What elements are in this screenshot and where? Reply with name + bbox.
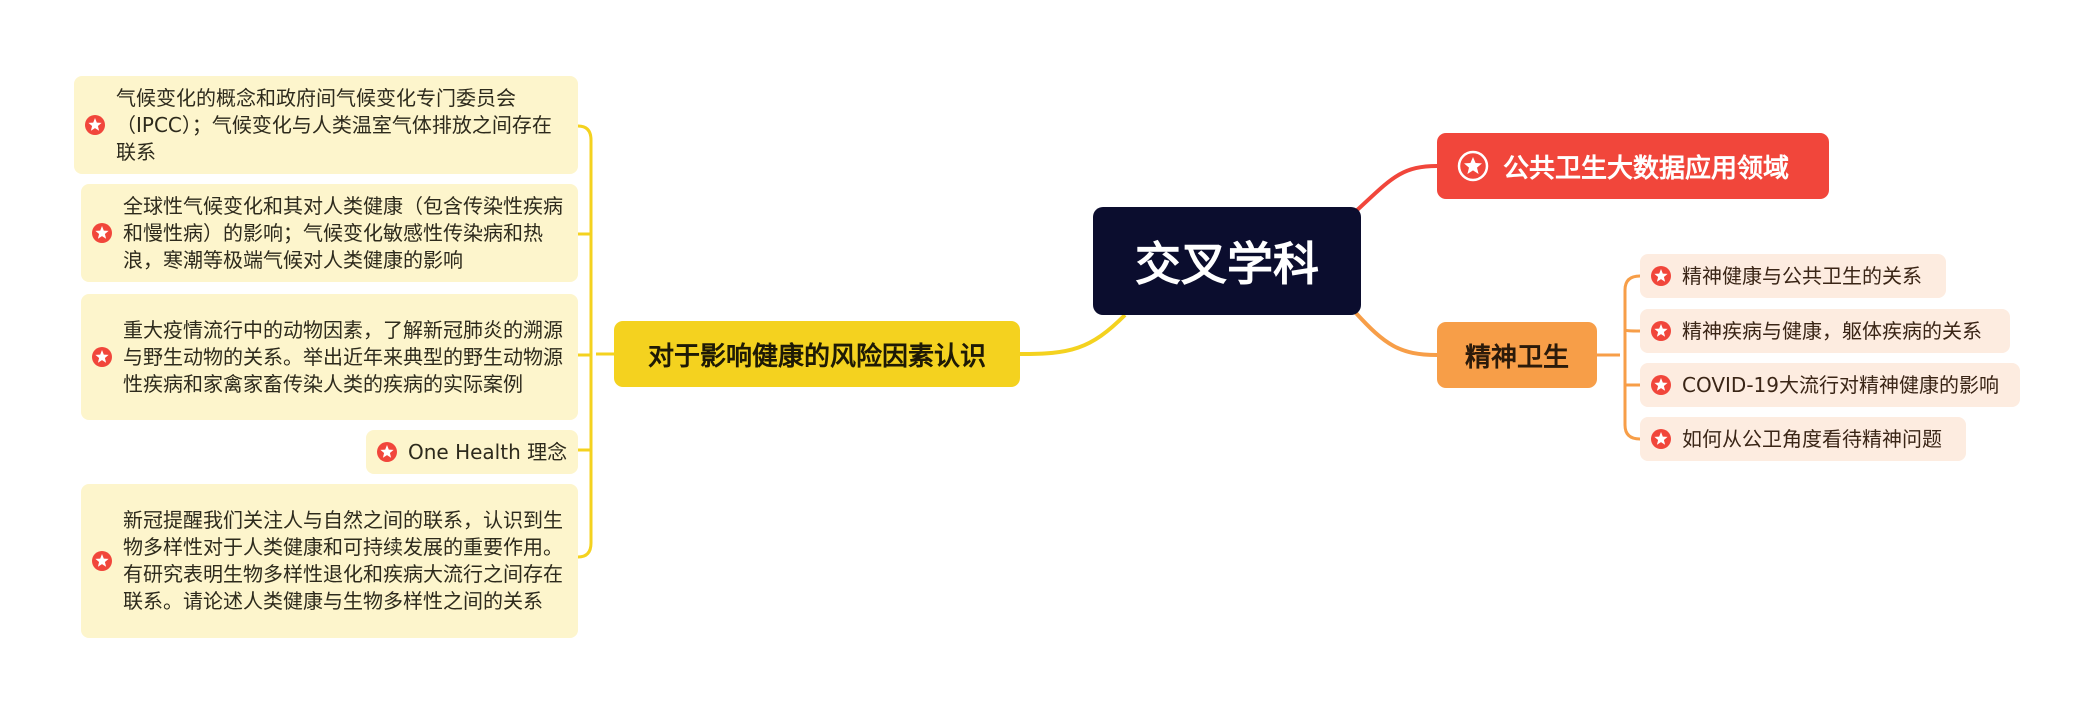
- mental-health-item[interactable]: 如何从公卫角度看待精神问题: [1640, 417, 1966, 461]
- mental-health-item[interactable]: COVID-19大流行对精神健康的影响: [1640, 363, 2020, 407]
- star-badge-icon: [91, 550, 113, 572]
- star-badge-icon: [1650, 374, 1672, 396]
- risk-factor-item-text: One Health 理念: [408, 439, 568, 464]
- mental-health-item-text: COVID-19大流行对精神健康的影响: [1682, 372, 2000, 397]
- star-badge-icon: [91, 222, 113, 244]
- connector-mental-health: [1353, 310, 1438, 357]
- connector-risk-factors: [1019, 313, 1127, 356]
- risk-factor-item[interactable]: One Health 理念: [366, 430, 578, 474]
- mental-health-item-text: 精神健康与公共卫生的关系: [1682, 263, 1922, 288]
- mental-health-item-text: 精神疾病与健康，躯体疾病的关系: [1682, 318, 1982, 343]
- mental-health-item[interactable]: 精神疾病与健康，躯体疾病的关系: [1640, 309, 2010, 353]
- bracket-risk-factors: [577, 124, 614, 559]
- mental-health-item-text: 如何从公卫角度看待精神问题: [1682, 426, 1942, 451]
- risk-factor-item[interactable]: 全球性气候变化和其对人类健康（包含传染性疾病和慢性病）的影响；气候变化敏感性传染…: [81, 184, 578, 282]
- branch-mental-health-label: 精神卫生: [1464, 342, 1569, 373]
- branch-risk-factors-label: 对于影响健康的风险因素认识: [647, 341, 986, 372]
- branch-risk-factors[interactable]: 对于影响健康的风险因素认识: [614, 321, 1020, 387]
- branch-public-health-label: 公共卫生大数据应用领域: [1503, 153, 1790, 184]
- bracket-mental-health: [1597, 274, 1641, 441]
- star-badge-icon: [1650, 320, 1672, 342]
- star-badge-icon: [1650, 265, 1672, 287]
- risk-factor-item-text: 新冠提醒我们关注人与自然之间的联系，认识到生物多样性对于人类健康和可持续发展的重…: [123, 508, 563, 613]
- risk-factor-item[interactable]: 气候变化的概念和政府间气候变化专门委员会（IPCC）；气候变化与人类温室气体排放…: [74, 76, 578, 174]
- branch-mental-health[interactable]: 精神卫生: [1437, 322, 1597, 388]
- star-badge-icon: [376, 441, 398, 463]
- branch-public-health[interactable]: 公共卫生大数据应用领域: [1437, 133, 1829, 199]
- risk-factor-item-text: 重大疫情流行中的动物因素，了解新冠肺炎的溯源与野生动物的关系。举出近年来典型的野…: [123, 317, 563, 396]
- risk-factor-item[interactable]: 新冠提醒我们关注人与自然之间的联系，认识到生物多样性对于人类健康和可持续发展的重…: [81, 484, 578, 638]
- center-topic-label: 交叉学科: [1135, 237, 1319, 291]
- center-topic[interactable]: 交叉学科: [1093, 207, 1361, 315]
- risk-factor-item-text: 气候变化的概念和政府间气候变化专门委员会（IPCC）；气候变化与人类温室气体排放…: [116, 85, 552, 164]
- connector-public-health: [1353, 164, 1438, 214]
- risk-factor-item-text: 全球性气候变化和其对人类健康（包含传染性疾病和慢性病）的影响；气候变化敏感性传染…: [123, 193, 563, 272]
- mental-health-item[interactable]: 精神健康与公共卫生的关系: [1640, 254, 1946, 298]
- star-badge-icon: [91, 346, 113, 368]
- star-badge-icon: [1650, 428, 1672, 450]
- risk-factor-item[interactable]: 重大疫情流行中的动物因素，了解新冠肺炎的溯源与野生动物的关系。举出近年来典型的野…: [81, 294, 578, 420]
- star-badge-icon: [84, 114, 106, 136]
- star-badge-icon: [1457, 150, 1489, 182]
